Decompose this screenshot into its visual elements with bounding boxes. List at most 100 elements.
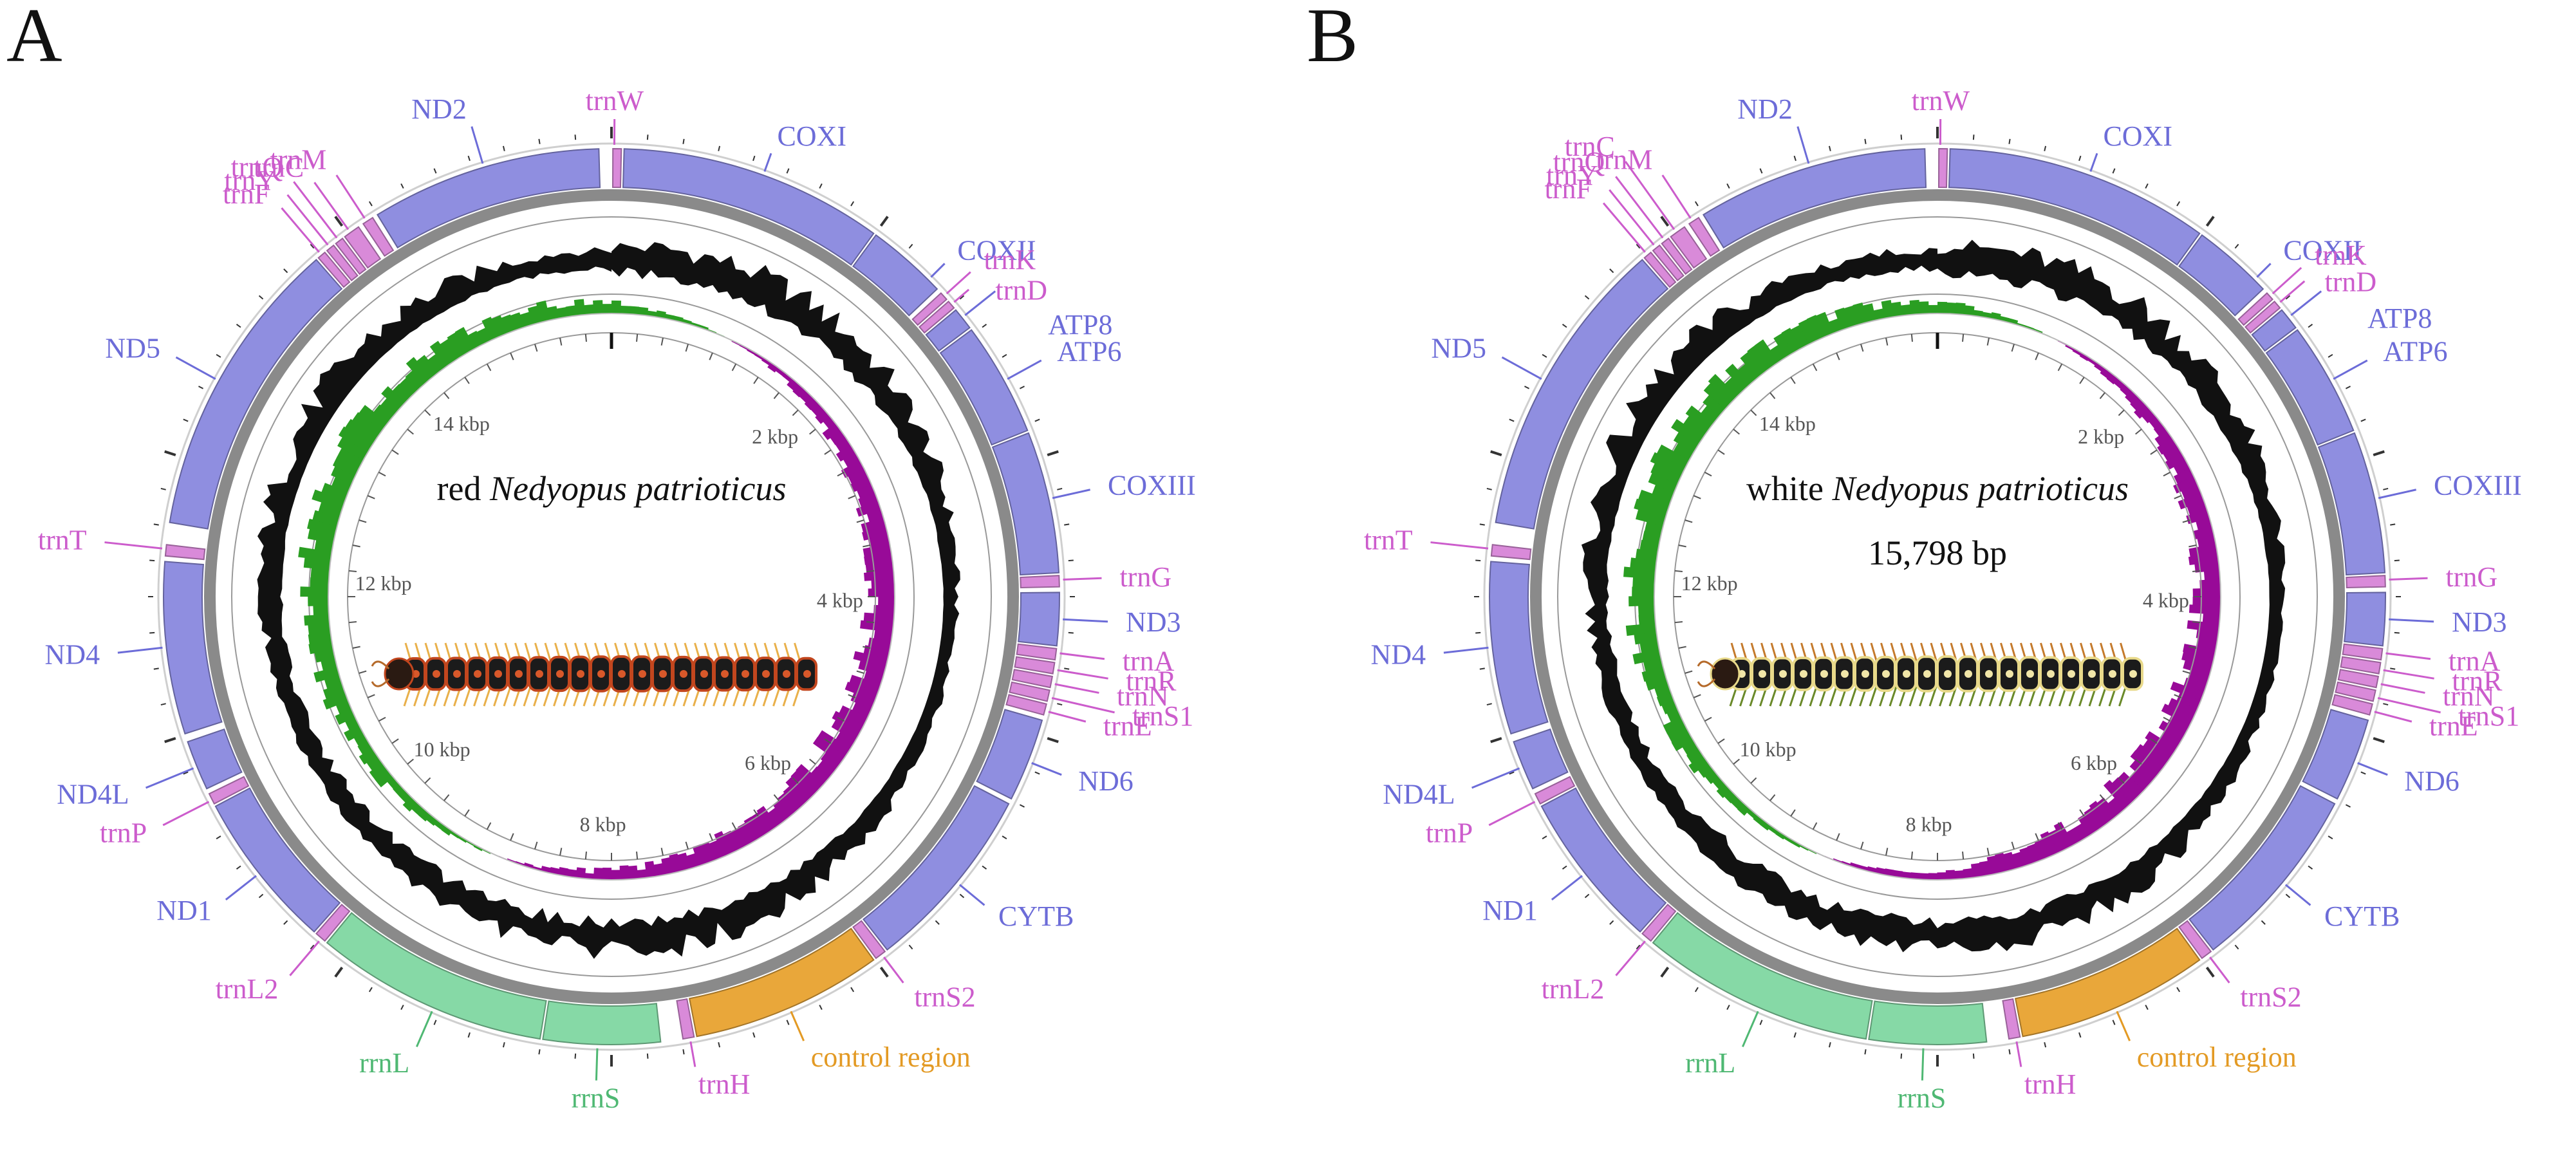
gene-leader-line: [1741, 1011, 1759, 1047]
gc-skew-positive: [434, 820, 445, 830]
outer-scale-tick: [819, 183, 823, 189]
gene-label-trnc: trnC: [1565, 131, 1615, 162]
millipede-paranotum: [721, 670, 729, 678]
gc-skew-negative: [2048, 829, 2066, 853]
gc-skew-negative: [832, 711, 864, 734]
outer-scale-tick: [2044, 145, 2047, 151]
gc-skew-negative: [2158, 720, 2186, 741]
inner-scale-tick: [559, 848, 563, 856]
gc-skew-positive: [1639, 539, 1659, 553]
genome-title-prefix: red: [437, 469, 490, 508]
gc-skew-negative: [2034, 839, 2050, 861]
gc-skew-positive: [373, 404, 394, 424]
gc-skew-positive: [359, 405, 388, 431]
gc-skew-positive: [308, 640, 333, 655]
outer-scale-tick: [2112, 168, 2116, 174]
gene-label-coxiii: COXIII: [1108, 470, 1196, 501]
gc-skew-negative: [669, 853, 682, 873]
gc-skew-positive: [1753, 814, 1764, 825]
gc-skew-negative: [2176, 693, 2201, 710]
outer-scale-tick: [1636, 243, 1641, 249]
gene-leader-line: [1661, 174, 1692, 219]
millipede-paranotum: [1903, 670, 1910, 678]
gc-skew-negative: [2183, 660, 2212, 676]
inner-scale-tick: [863, 545, 871, 548]
gene-block-trna: [1016, 643, 1058, 661]
gene-leader-line: [1430, 541, 1489, 550]
gc-skew-positive: [1634, 498, 1668, 518]
gene-block-trnh: [2002, 998, 2021, 1040]
gc-skew-positive: [303, 557, 331, 570]
outer-scale-tick: [2205, 966, 2215, 978]
gene-label-control-region: control region: [811, 1041, 971, 1073]
genome-backbone-ring: [1530, 189, 2345, 1004]
outer-scale-tick: [258, 295, 264, 300]
gene-label-trns2: trnS2: [2240, 981, 2301, 1012]
outer-scale-tick: [1002, 835, 1007, 840]
inner-scale-tick: [2150, 738, 2158, 744]
gc-skew-positive: [1746, 808, 1757, 819]
gc-skew-positive: [1964, 305, 1975, 316]
outer-scale-tick: [1828, 145, 1831, 151]
gc-skew-positive: [1798, 319, 1818, 344]
gc-skew-positive: [441, 825, 453, 836]
inner-scale-tick: [709, 352, 713, 360]
gene-leader-line: [1921, 1048, 1925, 1081]
outer-scale-tick: [1034, 771, 1040, 775]
outer-scale-tick: [879, 966, 889, 978]
gc-skew-negative: [811, 766, 830, 785]
inner-scale-tick: [1750, 777, 1757, 784]
gc-skew-positive: [344, 725, 364, 741]
gc-skew-positive: [318, 501, 342, 518]
gc-skew-positive: [392, 384, 412, 403]
gc-skew-positive: [310, 577, 329, 588]
gc-skew-negative: [839, 705, 868, 726]
inner-scale-tick: [2174, 694, 2182, 698]
gc-skew-positive: [1656, 444, 1690, 469]
gc-skew-negative: [2165, 452, 2186, 470]
gc-skew-negative: [815, 409, 830, 424]
gene-block-trnq: [1661, 238, 1693, 275]
gc-skew-positive: [481, 317, 499, 340]
millipede-paranotum: [2047, 670, 2055, 678]
gc-skew-negative: [2089, 801, 2111, 826]
gene-label-atp6: ATP6: [1057, 335, 1121, 367]
gene-leader-line: [930, 263, 946, 278]
gc-skew-positive: [1769, 344, 1786, 363]
inner-scale-tick: [464, 809, 470, 817]
outer-scale-tick: [334, 216, 344, 227]
gc-skew-negative: [2202, 613, 2221, 624]
gc-skew-negative: [2112, 777, 2138, 804]
kbp-tick-label: 8 kbp: [580, 813, 626, 836]
gc-skew-positive: [308, 622, 331, 635]
gc-skew-negative: [756, 806, 778, 832]
outer-scale-tick: [850, 987, 855, 993]
gene-block-trnd: [2244, 300, 2281, 334]
gc-skew-positive: [1783, 835, 1794, 844]
gc-skew-negative: [2196, 517, 2212, 530]
inner-scale-tick: [1769, 794, 1776, 801]
gc-skew-negative: [2078, 814, 2097, 836]
outer-scale-tick: [682, 1049, 685, 1055]
gc-skew-negative: [644, 861, 656, 878]
gc-skew-positive: [1667, 725, 1690, 743]
gc-skew-negative: [1979, 861, 1991, 877]
gc-skew-negative: [2129, 770, 2151, 791]
gc-skew-negative: [1963, 868, 1974, 879]
outer-scale-tick: [368, 201, 373, 207]
outer-scale-tick: [164, 737, 176, 743]
gene-label-trnh: trnH: [698, 1068, 751, 1100]
outer-scale-tick: [1793, 155, 1797, 162]
outer-scale-tick: [216, 353, 221, 358]
outer-scale-tick: [935, 920, 940, 925]
inner-scale-tick: [2135, 758, 2142, 765]
inner-scale-tick: [1790, 377, 1796, 384]
gene-label-trnr: trnR: [2452, 666, 2503, 697]
gene-block-trnf: [1643, 251, 1677, 288]
gc-track-guide-outer: [231, 216, 992, 977]
gene-leader-line: [2378, 489, 2416, 499]
gene-label-cytb: CYTB: [2324, 900, 2400, 932]
gc-skew-negative: [566, 868, 577, 878]
gc-skew-positive: [366, 755, 383, 771]
